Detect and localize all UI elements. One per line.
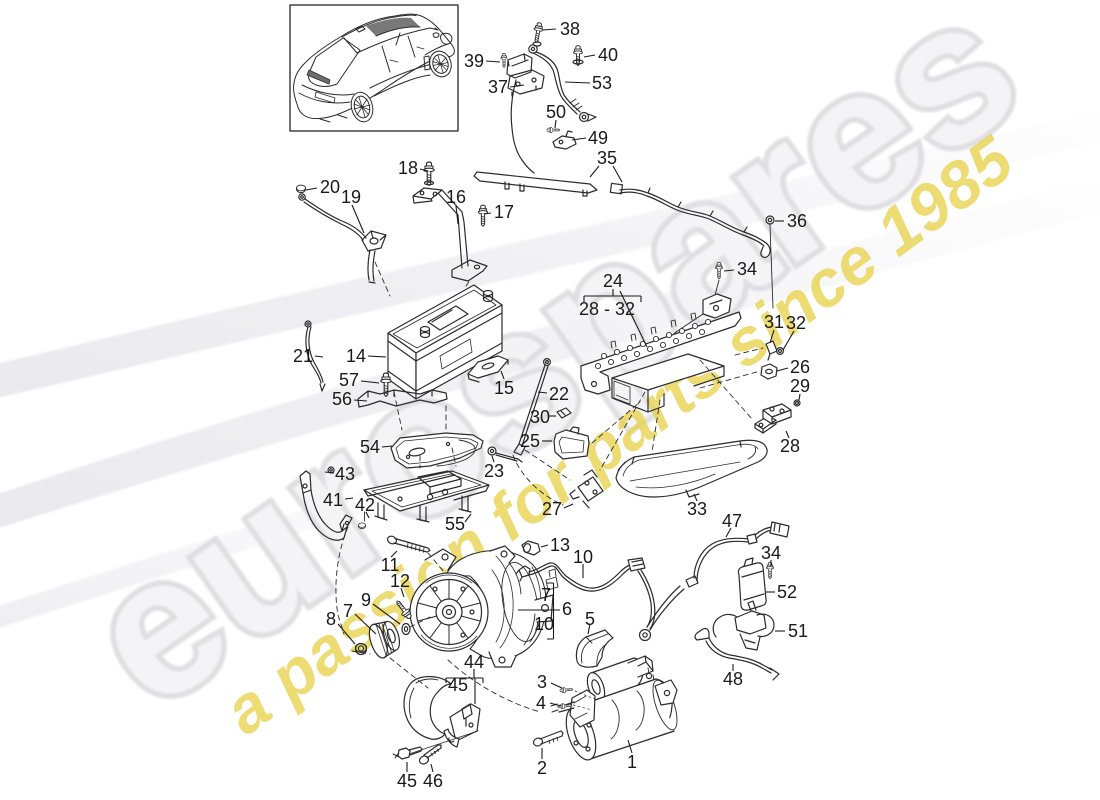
svg-text:14: 14 — [346, 346, 366, 366]
svg-text:17: 17 — [494, 202, 514, 222]
svg-text:4: 4 — [536, 693, 546, 713]
svg-text:10: 10 — [573, 547, 593, 567]
svg-text:34: 34 — [761, 543, 781, 563]
svg-text:2: 2 — [537, 758, 547, 778]
svg-text:3: 3 — [537, 672, 547, 692]
svg-text:15: 15 — [494, 378, 514, 398]
svg-text:32: 32 — [786, 313, 806, 333]
svg-text:38: 38 — [560, 19, 580, 39]
svg-text:49: 49 — [588, 128, 608, 148]
svg-text:1: 1 — [627, 752, 637, 772]
svg-text:51: 51 — [788, 621, 808, 641]
svg-text:33: 33 — [687, 499, 707, 519]
svg-text:16: 16 — [446, 187, 466, 207]
svg-text:53: 53 — [592, 73, 612, 93]
svg-text:31: 31 — [764, 312, 784, 332]
svg-text:11: 11 — [381, 555, 400, 575]
svg-text:7: 7 — [541, 585, 551, 605]
svg-text:8: 8 — [326, 609, 336, 629]
svg-text:12: 12 — [390, 571, 410, 591]
svg-text:40: 40 — [598, 45, 618, 65]
svg-text:28: 28 — [780, 436, 800, 456]
svg-text:27: 27 — [542, 499, 562, 519]
svg-text:48: 48 — [723, 669, 743, 689]
svg-text:5: 5 — [585, 609, 595, 629]
svg-text:30: 30 — [530, 407, 550, 427]
svg-text:42: 42 — [355, 495, 375, 515]
svg-text:35: 35 — [597, 148, 617, 168]
svg-text:9: 9 — [361, 590, 371, 610]
svg-text:7: 7 — [343, 601, 353, 621]
svg-text:55: 55 — [445, 514, 465, 534]
svg-text:39: 39 — [464, 51, 484, 71]
svg-text:29: 29 — [790, 376, 810, 396]
svg-text:21: 21 — [293, 346, 313, 366]
svg-text:43: 43 — [335, 464, 355, 484]
svg-text:44: 44 — [464, 652, 484, 672]
svg-text:25: 25 — [520, 431, 540, 451]
svg-text:37: 37 — [488, 77, 508, 97]
svg-text:10: 10 — [534, 614, 554, 634]
svg-text:34: 34 — [737, 259, 757, 279]
svg-text:18: 18 — [398, 158, 418, 178]
svg-text:52: 52 — [777, 582, 797, 602]
svg-text:28 - 32: 28 - 32 — [579, 299, 635, 319]
svg-text:19: 19 — [341, 187, 361, 207]
svg-text:36: 36 — [787, 211, 807, 231]
svg-text:50: 50 — [546, 102, 566, 122]
svg-text:54: 54 — [360, 437, 380, 457]
svg-text:26: 26 — [790, 357, 810, 377]
svg-text:6: 6 — [562, 599, 572, 619]
svg-text:47: 47 — [722, 511, 742, 531]
svg-text:45: 45 — [448, 675, 468, 695]
svg-text:45: 45 — [397, 771, 417, 791]
svg-text:46: 46 — [423, 771, 443, 791]
svg-text:13: 13 — [550, 535, 570, 555]
svg-text:22: 22 — [549, 384, 569, 404]
svg-text:23: 23 — [484, 461, 504, 481]
svg-text:24: 24 — [603, 271, 623, 291]
svg-text:57: 57 — [339, 370, 359, 390]
svg-text:20: 20 — [320, 177, 340, 197]
svg-text:56: 56 — [332, 389, 352, 409]
svg-text:41: 41 — [323, 490, 343, 510]
